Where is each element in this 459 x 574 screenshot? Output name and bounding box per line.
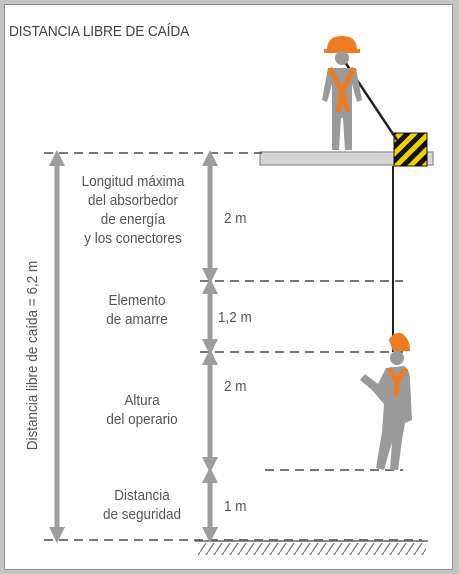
label-line: del absorbedor xyxy=(87,192,179,209)
platform xyxy=(259,151,434,166)
ground-hatch xyxy=(198,543,426,555)
reference-lines xyxy=(44,152,422,541)
segment-label-4: Distancia de seguridad xyxy=(88,486,196,524)
label-line: y los conectores xyxy=(84,230,182,247)
segment-value-3: 2 m xyxy=(224,378,247,395)
diagram-title: DISTANCIA LIBRE DE CAÍDA xyxy=(9,23,190,40)
segment-value-2: 1,2 m xyxy=(218,309,252,326)
segment-label-1: Longitud máxima del absorbedor de energí… xyxy=(66,172,201,248)
label-line: de amarre xyxy=(106,311,168,328)
segment-value-4: 1 m xyxy=(224,498,247,515)
standing-worker-figure xyxy=(322,36,362,150)
total-distance-label: Distancia libre de caída = 6,2 m xyxy=(24,260,41,451)
segment-label-2: Elemento de amarre xyxy=(79,291,196,329)
label-line: Elemento xyxy=(108,292,166,309)
segment-value-1: 2 m xyxy=(224,210,247,227)
fallen-worker-figure xyxy=(360,332,412,470)
label-line: de energía xyxy=(100,211,166,228)
label-line: Altura xyxy=(124,392,160,409)
label-line: de seguridad xyxy=(102,506,182,523)
anchor-point-icon xyxy=(393,132,428,167)
diagram-panel xyxy=(4,4,453,570)
label-line: del operario xyxy=(106,411,178,428)
label-line: Distancia xyxy=(114,487,170,504)
segment-label-3: Altura del operario xyxy=(88,391,196,429)
label-line: Longitud máxima xyxy=(81,173,185,190)
